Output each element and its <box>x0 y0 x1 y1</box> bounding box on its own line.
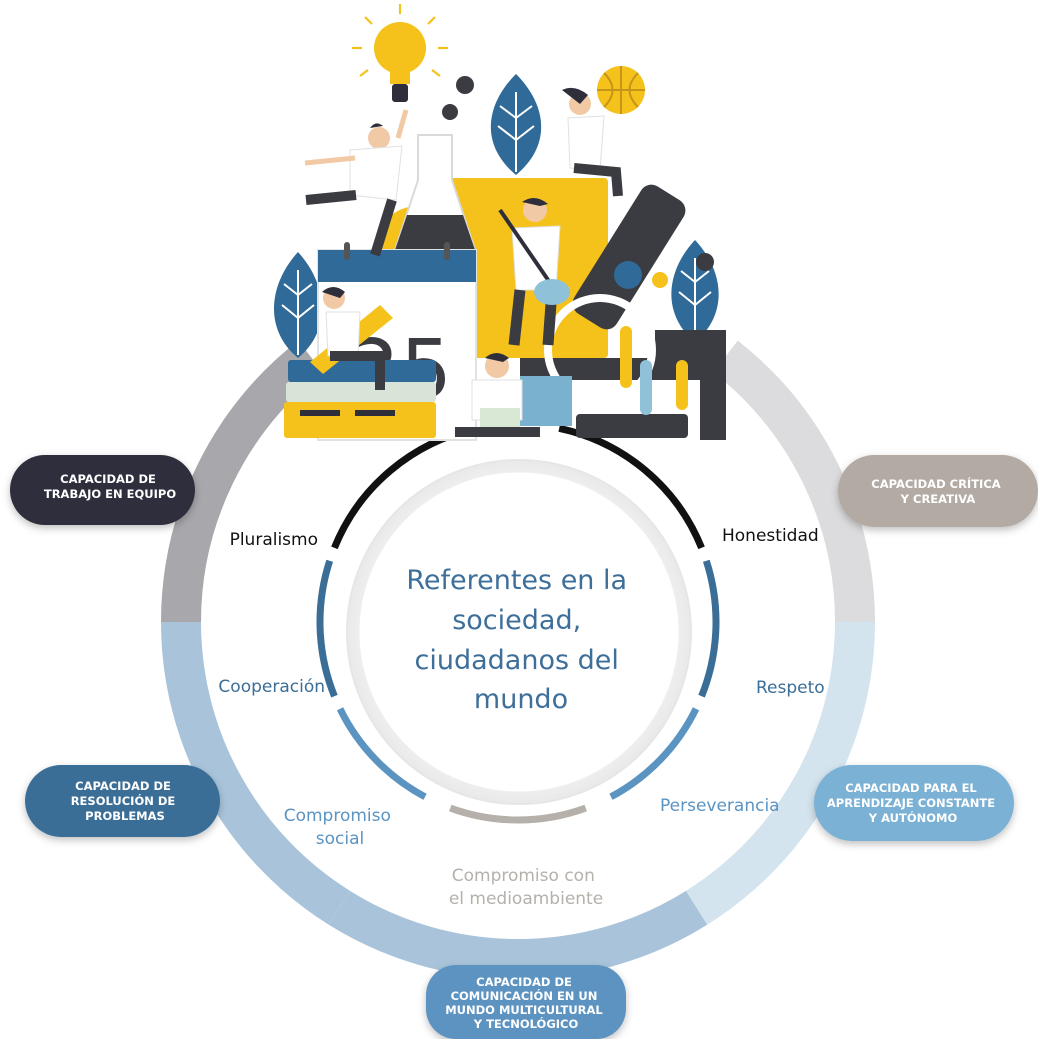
capacity-resolucion-problemas: CAPACIDAD DE RESOLUCIÓN DE PROBLEMAS <box>25 765 220 837</box>
microscope-icon <box>520 184 726 440</box>
test-tube-icon <box>640 360 652 415</box>
capacity-comunicacion: CAPACIDAD DE COMUNICACIÓN EN UN MUNDO MU… <box>426 965 626 1039</box>
lightbulb-icon <box>352 4 448 102</box>
outer-ring-gray-light <box>713 340 875 623</box>
basketball-icon <box>597 66 645 114</box>
value-cooperacion: Cooperación <box>218 677 325 697</box>
outer-ring-blue-light-left <box>161 621 351 925</box>
arc-respeto <box>698 559 720 698</box>
svg-text:CAPACIDAD CRÍTICA Y CREA: CAPACIDAD CRÍTICA Y CREATIVA <box>871 476 1004 506</box>
svg-text:CAPACIDAD DE COMUNICACIÓ: CAPACIDAD DE COMUNICACIÓN EN UN MUNDO MU… <box>445 975 607 1031</box>
person-laptop-icon <box>455 353 540 437</box>
leaf-icon <box>671 240 719 342</box>
dot-shape <box>456 76 474 94</box>
books-icon <box>284 360 436 438</box>
leaf-icon <box>273 252 323 358</box>
leaf-icon <box>490 74 542 175</box>
person-pencil-icon <box>322 287 385 390</box>
svg-text:CAPACIDAD DE RESOLUCIÓN: CAPACIDAD DE RESOLUCIÓN DE PROBLEMAS <box>71 779 180 823</box>
illustration-group: 25 <box>273 4 726 441</box>
test-tube-icon <box>676 360 688 410</box>
value-compromiso-social: Compromiso social <box>284 806 397 849</box>
arc-perseverancia <box>609 707 700 800</box>
capacity-trabajo-equipo: CAPACIDAD DE TRABAJO EN EQUIPO <box>10 455 195 525</box>
person-jumping-icon <box>304 109 409 257</box>
value-perseverancia: Perseverancia <box>660 796 780 816</box>
outer-ring-blue-pale <box>685 621 875 925</box>
capacity-critica-creativa: CAPACIDAD CRÍTICA Y CREATIVA <box>838 455 1038 527</box>
outer-ring <box>161 340 875 979</box>
dot-shape <box>442 104 458 120</box>
outer-ring-blue-light-bottom <box>328 890 708 979</box>
test-tube-icon <box>620 326 632 388</box>
arc-compromiso-social <box>336 707 427 800</box>
arc-medioambiente <box>449 804 587 824</box>
ruler-icon <box>520 376 572 426</box>
capacity-aprendizaje: CAPACIDAD PARA EL APRENDIZAJE CONSTANTE … <box>814 765 1014 841</box>
svg-text:CAPACIDAD PARA EL APREND: CAPACIDAD PARA EL APRENDIZAJE CONSTANTE … <box>827 781 999 825</box>
person-guitar-icon <box>498 197 570 346</box>
outer-ring-gray-left <box>161 340 323 623</box>
center-disc-inner <box>358 471 680 793</box>
svg-text:CAPACIDAD DE TRABAJO EN: CAPACIDAD DE TRABAJO EN EQUIPO <box>44 472 176 501</box>
value-respeto: Respeto <box>756 678 825 698</box>
person-sitting-icon <box>562 87 623 197</box>
value-compromiso-medioambiente: Compromiso con el medioambiente <box>449 866 603 909</box>
center-title: Referentes en la sociedad, ciudadanos de… <box>406 565 635 715</box>
value-honestidad: Honestidad <box>722 526 819 546</box>
arc-cooperacion <box>316 559 338 698</box>
value-pluralismo: Pluralismo <box>230 530 318 550</box>
